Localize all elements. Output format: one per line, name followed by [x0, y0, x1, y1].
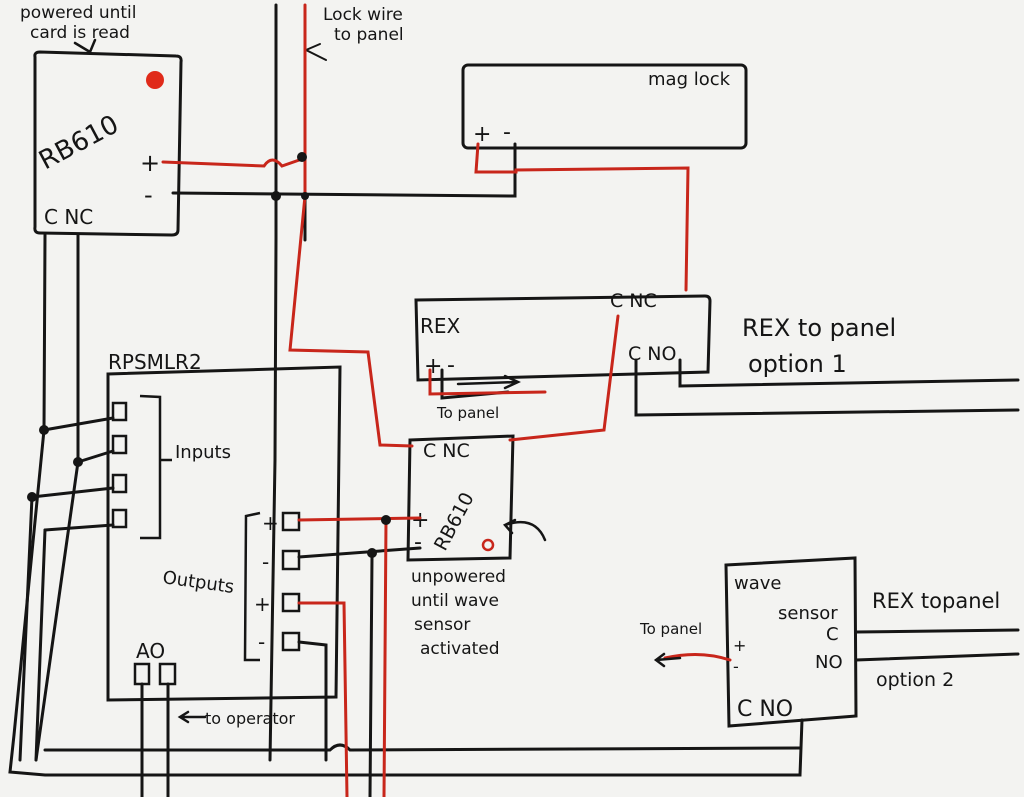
- black-wires: [8, 3, 1020, 797]
- outputs-bracket: [243, 511, 261, 662]
- wave-sensor-no: NO: [815, 652, 843, 673]
- rb610-bottom-terminals: C NC: [423, 440, 470, 462]
- wave-sensor-minus: -: [733, 657, 739, 676]
- wave-sensor-c: C: [826, 624, 839, 645]
- arrows: [73, 38, 682, 724]
- note-rex-option1-2: option 1: [748, 350, 847, 378]
- rb610-bottom-name: RB610: [430, 489, 479, 555]
- inputs-label: Inputs: [175, 442, 231, 463]
- maglock-name: mag lock: [648, 69, 731, 90]
- rex-top-terminals: C NC: [610, 290, 657, 312]
- rex-minus: -: [447, 353, 455, 378]
- note-powered-until-1: powered until: [20, 3, 137, 23]
- out-sign-1: +: [262, 511, 279, 535]
- note-unpowered-4: activated: [420, 639, 500, 659]
- led-indicator: [146, 71, 164, 89]
- rex-name: REX: [420, 314, 461, 338]
- maglock-device: mag lock + -: [461, 63, 748, 150]
- wave-sensor-plus: +: [733, 636, 746, 655]
- maglock-plus: +: [473, 122, 491, 147]
- rb610-top-plus: +: [140, 149, 160, 177]
- note-rex-option1-1: REX to panel: [742, 314, 896, 342]
- rb610-top-name: RB610: [34, 110, 124, 177]
- rb610-bottom-device: C NC + - RB610: [406, 434, 515, 562]
- out-sign-4: -: [258, 630, 265, 654]
- rb610-top-terminals: C NC: [44, 205, 93, 229]
- note-lock-wire-2: to panel: [334, 25, 404, 45]
- input-terminals: [111, 401, 128, 529]
- red-wires: [161, 3, 732, 797]
- note-unpowered-1: unpowered: [411, 567, 506, 587]
- rpsmlr2-name: RPSMLR2: [108, 350, 202, 374]
- wave-sensor-name-2: sensor: [778, 603, 838, 624]
- ao-terminal-1: [133, 662, 151, 686]
- rb610-top-device: RB610 + - C NC: [33, 50, 183, 237]
- wave-sensor-bottom-terminals: C NO: [737, 697, 793, 722]
- wave-sensor-device: wave sensor + - C NO C NO: [724, 556, 858, 728]
- rex-plus: +: [424, 354, 442, 379]
- note-to-panel-wave: To panel: [639, 620, 702, 638]
- wave-sensor-name-1: wave: [734, 573, 781, 594]
- out-sign-3: +: [254, 592, 271, 616]
- ao-label: AO: [136, 639, 165, 663]
- notes: powered until card is read Lock wire to …: [20, 3, 1000, 728]
- note-unpowered-3: sensor: [414, 615, 470, 635]
- outputs-label: Outputs: [161, 567, 235, 598]
- rpsmlr2-device: RPSMLR2 Inputs Outputs + - + - AO: [106, 350, 342, 702]
- note-lock-wire-1: Lock wire: [323, 5, 403, 25]
- rex-bottom-terminals: C NO: [628, 343, 676, 365]
- maglock-minus: -: [503, 120, 511, 145]
- note-rex-option2-2: panel: [942, 589, 1000, 613]
- note-rex-option2-1: REX to: [872, 589, 942, 613]
- rb610-top-minus: -: [144, 181, 153, 209]
- junction-dots: [27, 152, 391, 558]
- note-to-operator: to operator: [205, 709, 295, 728]
- output-terminals: [281, 511, 301, 652]
- note-to-panel-rex: To panel: [436, 404, 499, 422]
- rex-device: REX + - C NC C NO: [414, 290, 712, 382]
- note-rex-option2-3: option 2: [876, 669, 954, 691]
- rb610-bottom-minus: -: [414, 530, 422, 555]
- inputs-bracket: [139, 394, 162, 540]
- led-indicator-off: [481, 538, 495, 552]
- ao-terminal-2: [158, 662, 177, 686]
- note-unpowered-2: until wave: [411, 591, 499, 611]
- note-powered-until-2: card is read: [30, 23, 130, 43]
- out-sign-2: -: [262, 550, 269, 574]
- rb610-bottom-plus: +: [411, 508, 429, 533]
